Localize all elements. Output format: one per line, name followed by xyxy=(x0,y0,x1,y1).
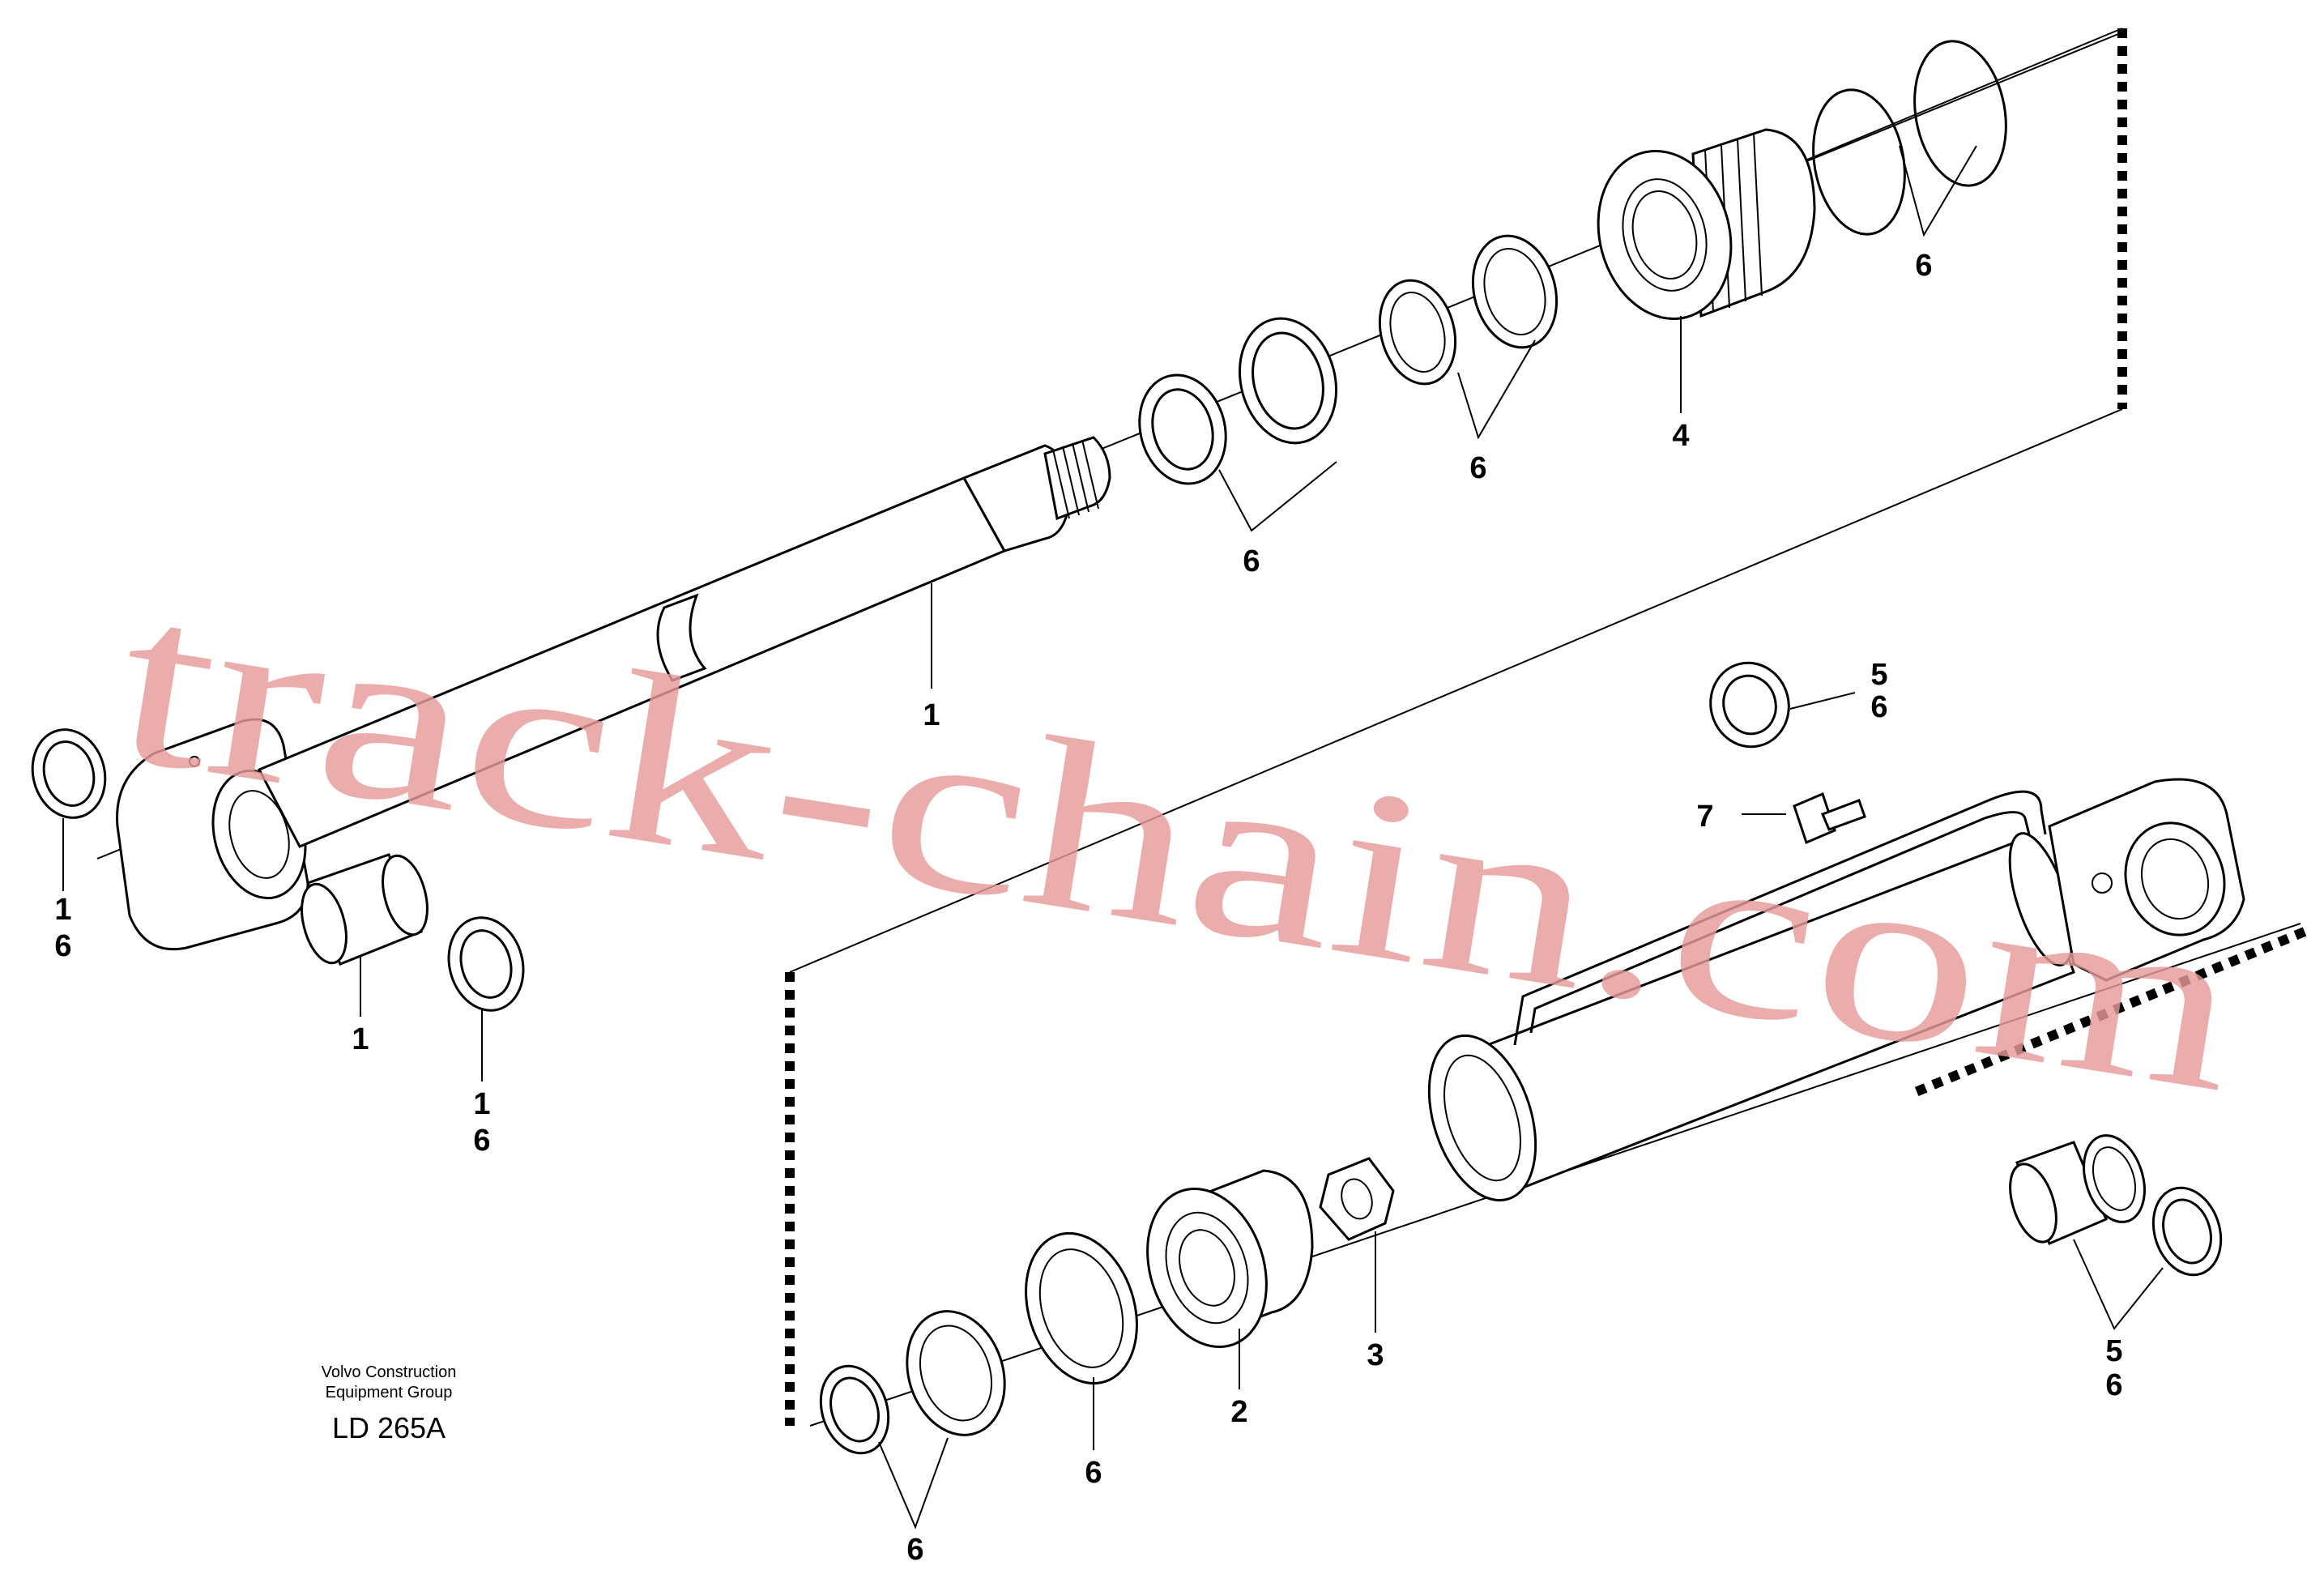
caption-line-1: Volvo Construction xyxy=(322,1363,457,1381)
callout-eye-seal-right-b: 6 xyxy=(473,1124,490,1158)
piston xyxy=(1146,1169,1314,1349)
breather-fitting xyxy=(1793,791,1866,845)
leader-lines xyxy=(62,145,2164,1529)
callout-pipe-seal-b: 6 xyxy=(1870,690,1887,724)
wear-ring xyxy=(819,1364,890,1455)
piston-seal xyxy=(906,1310,1006,1436)
rod-ring-a xyxy=(1378,279,1457,386)
barrel-seal-a xyxy=(2083,1134,2146,1223)
callout-eye-seal-left-a: 1 xyxy=(54,893,71,927)
caption-block: Volvo Construction Equipment Group LD 26… xyxy=(322,1363,457,1444)
callout-eye-seal-right-a: 1 xyxy=(473,1087,490,1121)
callout-eye-bushing: 1 xyxy=(352,1022,369,1056)
barrel-seal-b xyxy=(2151,1186,2223,1277)
callout-lock-nut: 3 xyxy=(1367,1338,1384,1372)
frame-lines xyxy=(785,28,2307,1426)
caption-line-2: Equipment Group xyxy=(326,1384,453,1401)
watermark: track-chain.com xyxy=(102,543,2256,1143)
callout-barrel-seals-b: 6 xyxy=(2105,1368,2122,1402)
o-ring-a xyxy=(1812,88,1906,236)
callout-rod: 1 xyxy=(923,698,940,732)
rod-seal-a xyxy=(1138,373,1227,485)
callout-labels: 1 1 6 1 1 6 6 6 4 6 5 6 7 2 3 6 6 5 6 xyxy=(54,249,2122,1567)
cylinder-barrel-assembly xyxy=(809,661,2301,1455)
callout-eye-seal-left-b: 6 xyxy=(54,929,71,963)
callout-rod-rings: 6 xyxy=(1469,451,1486,485)
eye-bushing xyxy=(301,853,429,966)
cylinder-head xyxy=(1597,128,1816,321)
drawing-code: LD 265A xyxy=(332,1411,446,1444)
o-ring-b xyxy=(1913,40,2007,187)
hydraulic-pipe xyxy=(1513,790,2047,1046)
rod-thread xyxy=(1043,436,1111,521)
pipe-seal xyxy=(1709,661,1790,749)
eye-seal-right xyxy=(447,916,525,1012)
rod-seal-b xyxy=(1238,317,1338,445)
callout-piston-seals: 6 xyxy=(906,1533,923,1567)
piston-rod-assembly xyxy=(31,32,2123,1012)
callout-pipe-seal-a: 5 xyxy=(1870,658,1887,692)
callout-cylinder-head: 4 xyxy=(1672,419,1689,453)
callout-piston: 2 xyxy=(1230,1395,1247,1429)
callout-o-rings: 6 xyxy=(1915,249,1932,283)
eye-seal-left xyxy=(31,728,107,819)
callout-rod-seals: 6 xyxy=(1243,544,1260,578)
callout-breather: 7 xyxy=(1696,800,1713,834)
guide-ring xyxy=(1025,1231,1138,1385)
lock-nut xyxy=(1319,1157,1395,1241)
callout-barrel-seals-a: 5 xyxy=(2105,1334,2122,1368)
rod-ring-b xyxy=(1471,234,1559,349)
callout-guide-ring: 6 xyxy=(1085,1456,1102,1490)
